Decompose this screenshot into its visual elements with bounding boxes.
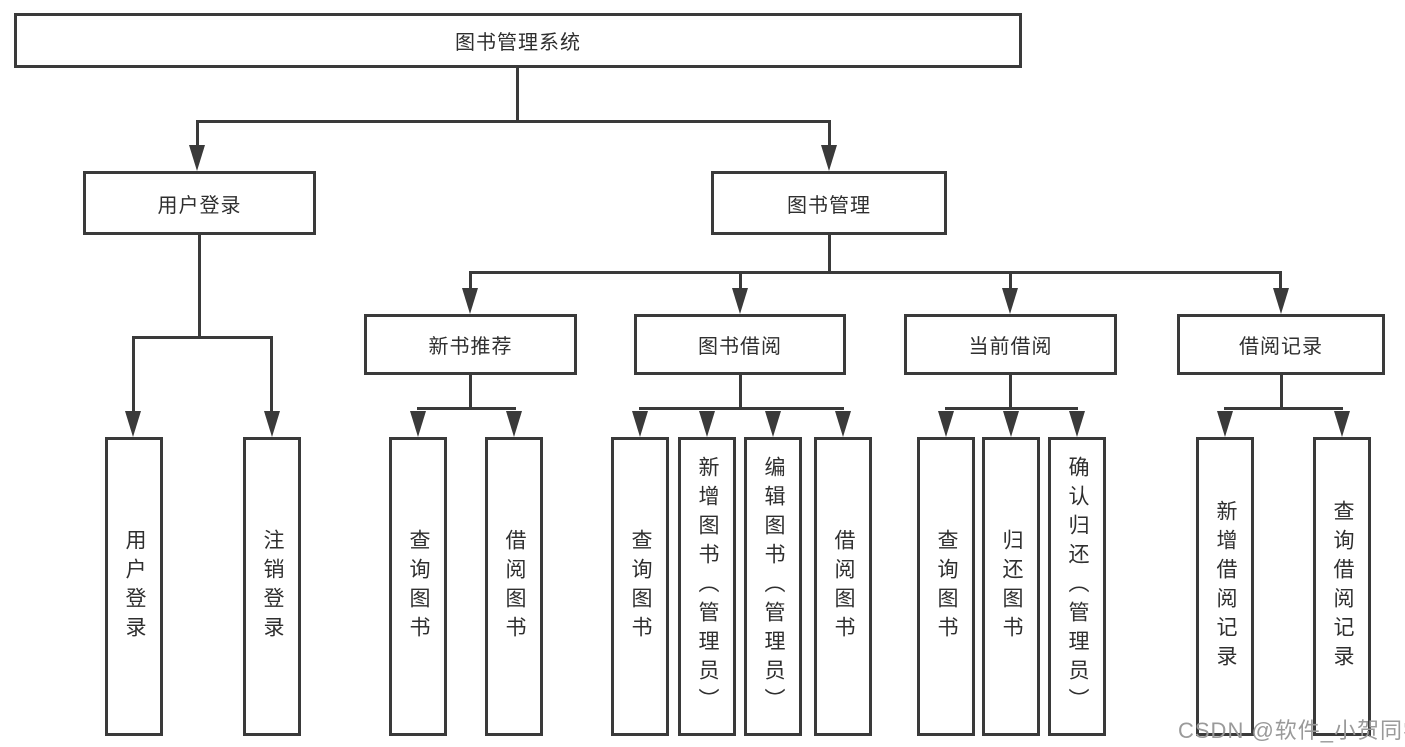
leaf-query-books-recommend: 查询图书 [389, 437, 447, 736]
connector-line [417, 407, 516, 410]
arrowhead-icon [1217, 411, 1233, 437]
csdn-watermark: CSDN @软件_小贺同学 [1178, 718, 1405, 743]
node-new-book-recommend: 新书推荐 [364, 314, 577, 375]
node-book-management: 图书管理 [711, 171, 947, 235]
connector-line [196, 120, 830, 123]
connector-line [469, 271, 472, 291]
leaf-add-borrow-record: 新增借阅记录 [1196, 437, 1254, 736]
arrowhead-icon [835, 411, 851, 437]
arrowhead-icon [506, 411, 522, 437]
arrowhead-icon [821, 145, 837, 171]
leaf-add-books-admin: 新增图书（管理员） [678, 437, 736, 736]
leaf-user-login: 用户登录 [105, 437, 163, 736]
arrowhead-icon [125, 411, 141, 437]
connector-line [469, 271, 1282, 274]
leaf-query-borrow-record: 查询借阅记录 [1313, 437, 1371, 736]
node-book-borrow: 图书借阅 [634, 314, 846, 375]
arrowhead-icon [938, 411, 954, 437]
leaf-borrow-books: 借阅图书 [814, 437, 872, 736]
arrowhead-icon [1273, 288, 1289, 314]
node-borrow-records: 借阅记录 [1177, 314, 1385, 375]
arrowhead-icon [1003, 411, 1019, 437]
leaf-borrow-books-recommend: 借阅图书 [485, 437, 543, 736]
arrowhead-icon [732, 288, 748, 314]
connector-line [1280, 375, 1283, 410]
connector-line [1009, 271, 1012, 291]
leaf-query-books-current: 查询图书 [917, 437, 975, 736]
arrowhead-icon [264, 411, 280, 437]
connector-line [132, 336, 273, 339]
node-current-borrow: 当前借阅 [904, 314, 1117, 375]
connector-line [739, 271, 742, 291]
connector-line [516, 68, 519, 123]
arrowhead-icon [410, 411, 426, 437]
connector-line [828, 120, 831, 148]
arrowhead-icon [1069, 411, 1085, 437]
node-user-login: 用户登录 [83, 171, 316, 235]
connector-line [198, 235, 201, 339]
connector-line [132, 336, 135, 412]
leaf-return-books: 归还图书 [982, 437, 1040, 736]
connector-line [270, 336, 273, 412]
node-root: 图书管理系统 [14, 13, 1022, 68]
connector-line [196, 120, 199, 148]
arrowhead-icon [632, 411, 648, 437]
connector-line [1224, 407, 1343, 410]
arrowhead-icon [462, 288, 478, 314]
connector-line [1279, 271, 1282, 291]
arrowhead-icon [1334, 411, 1350, 437]
arrowhead-icon [765, 411, 781, 437]
leaf-logout: 注销登录 [243, 437, 301, 736]
arrowhead-icon [699, 411, 715, 437]
leaf-confirm-return-admin: 确认归还（管理员） [1048, 437, 1106, 736]
leaf-query-books-borrow: 查询图书 [611, 437, 669, 736]
connector-line [639, 407, 844, 410]
connector-line [739, 375, 742, 410]
connector-line [828, 235, 831, 274]
connector-line [469, 375, 472, 410]
connector-line [945, 407, 1078, 410]
arrowhead-icon [1002, 288, 1018, 314]
arrowhead-icon [189, 145, 205, 171]
connector-line [1009, 375, 1012, 410]
leaf-edit-books-admin: 编辑图书（管理员） [744, 437, 802, 736]
